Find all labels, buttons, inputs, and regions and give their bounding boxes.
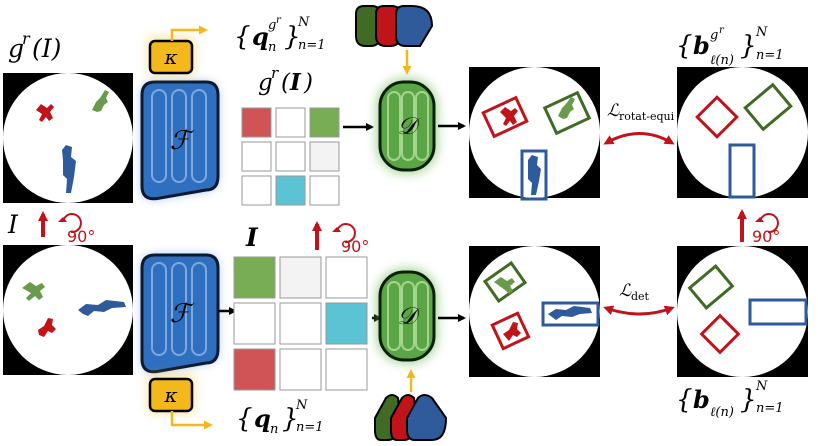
box-N: N (755, 379, 768, 394)
rotation-label-left: 90° (67, 227, 95, 246)
query-sup: g (268, 18, 276, 33)
brace-close: } (740, 31, 757, 61)
feature-grid-rotated-label-sup: r (271, 64, 279, 82)
feature-grid-rotated-label: g (258, 70, 273, 96)
prediction (469, 246, 600, 377)
grid-cell (241, 107, 272, 138)
query-set-rotated-label: { q n g r } N n=1 (234, 15, 326, 55)
kappa-arrow-top (170, 25, 208, 41)
grid-cell (309, 141, 340, 172)
loss-equi-label: ℒ rotat-equi (607, 101, 675, 123)
box-sup2: r (719, 25, 725, 36)
rotate-arrowhead-icon-mid (332, 227, 341, 232)
feature-grid (233, 256, 368, 391)
rotate-arrowhead-icon (58, 217, 67, 222)
grid-cell (275, 107, 306, 138)
encoder-top: ℱ (140, 80, 220, 201)
box-sub: ℓ(n) (710, 53, 734, 68)
grid-cell (325, 256, 368, 299)
rotation-label-mid: 90° (341, 237, 369, 256)
grid-cell (233, 302, 276, 345)
kappa-label-top: κ (163, 45, 177, 69)
brace-open: { (676, 385, 693, 415)
loss-sub: rotat-equi (619, 110, 675, 123)
box-range: n=1 (756, 48, 784, 63)
box-symbol: b (693, 31, 710, 60)
rotate-arrowhead-icon-right (755, 217, 764, 222)
feature-grid-rotated (241, 107, 340, 206)
brace-open: { (676, 31, 693, 61)
query-symbol: q (252, 22, 269, 51)
rotated-image-label: g (8, 34, 24, 63)
loss-symbol: ℒ (619, 281, 632, 301)
grid-cell (279, 348, 322, 391)
query-sub: n (270, 422, 278, 437)
decoder-bottom: 𝒟 (376, 268, 438, 364)
grid-cell (241, 141, 272, 172)
kappa-box-top: κ (147, 36, 195, 76)
grid-cell (233, 348, 276, 391)
loss-symbol: ℒ (607, 101, 620, 121)
brace-close: } (740, 385, 757, 415)
box-symbol: b (693, 385, 710, 414)
grid-cell (325, 348, 368, 391)
brace-close: } (284, 22, 301, 52)
brace-close: } (282, 404, 299, 434)
loss-det-arrow (603, 305, 675, 316)
rotation-label-right: 90° (752, 227, 780, 246)
grid-cell (309, 175, 340, 206)
ground-truth (677, 246, 808, 377)
grid-cell (275, 141, 306, 172)
grid-cell (241, 175, 272, 206)
query-sub: n (268, 40, 276, 55)
image-label: I (7, 210, 19, 239)
input-image (3, 245, 133, 375)
rotated-input-image (3, 73, 133, 203)
query-symbol: q (254, 404, 271, 433)
feature-grid-rotated-label-close: ) (303, 70, 313, 96)
brace-open: { (234, 22, 251, 52)
prediction-rotated (469, 67, 600, 201)
grid-cell (325, 302, 368, 345)
kappa-label-bottom: κ (163, 383, 177, 407)
query-sup2: r (276, 15, 282, 26)
query-tokens-bottom (374, 394, 448, 441)
rotate-icon (62, 213, 82, 234)
rotate-icon-right (759, 213, 779, 234)
box-N: N (755, 25, 768, 40)
feature-grid-label: I (245, 223, 259, 252)
query-range: n=1 (296, 420, 324, 435)
gt-set-rotated-label: { b ℓ(n) g r } N n=1 (676, 25, 784, 68)
grid-cell (279, 256, 322, 299)
query-N: N (295, 398, 308, 413)
grid-cell (275, 175, 306, 206)
ground-truth-rotated (677, 67, 808, 199)
rotate-icon-mid (336, 223, 356, 244)
box-range: n=1 (756, 401, 784, 416)
gt-set-label: { b ℓ(n) } N n=1 (676, 379, 784, 420)
brace-open: { (236, 404, 253, 434)
query-set-label: { q n } N n=1 (236, 398, 324, 437)
kappa-arrow-bottom (170, 411, 213, 430)
query-N: N (297, 15, 310, 30)
loss-sub: det (631, 290, 650, 303)
loss-equi-arrow (603, 132, 675, 145)
rotated-image-label-arg: (I) (32, 34, 61, 63)
kappa-box-bottom: κ (147, 374, 195, 414)
grid-cell (309, 107, 340, 138)
feature-grid-rotated-label-I: I (289, 69, 302, 96)
box-sup: g (710, 28, 718, 43)
box-sub: ℓ(n) (710, 405, 734, 420)
encoder-bottom: ℱ (140, 253, 220, 374)
query-range: n=1 (298, 38, 326, 53)
decoder-top: 𝒟 (376, 78, 438, 174)
rotated-image-label-sup: r (22, 29, 31, 48)
query-tokens-top (355, 5, 434, 47)
feature-grid-rotated-label-open: ( (281, 70, 291, 96)
grid-cell (233, 256, 276, 299)
loss-det-label: ℒ det (619, 281, 650, 303)
grid-cell (279, 302, 322, 345)
